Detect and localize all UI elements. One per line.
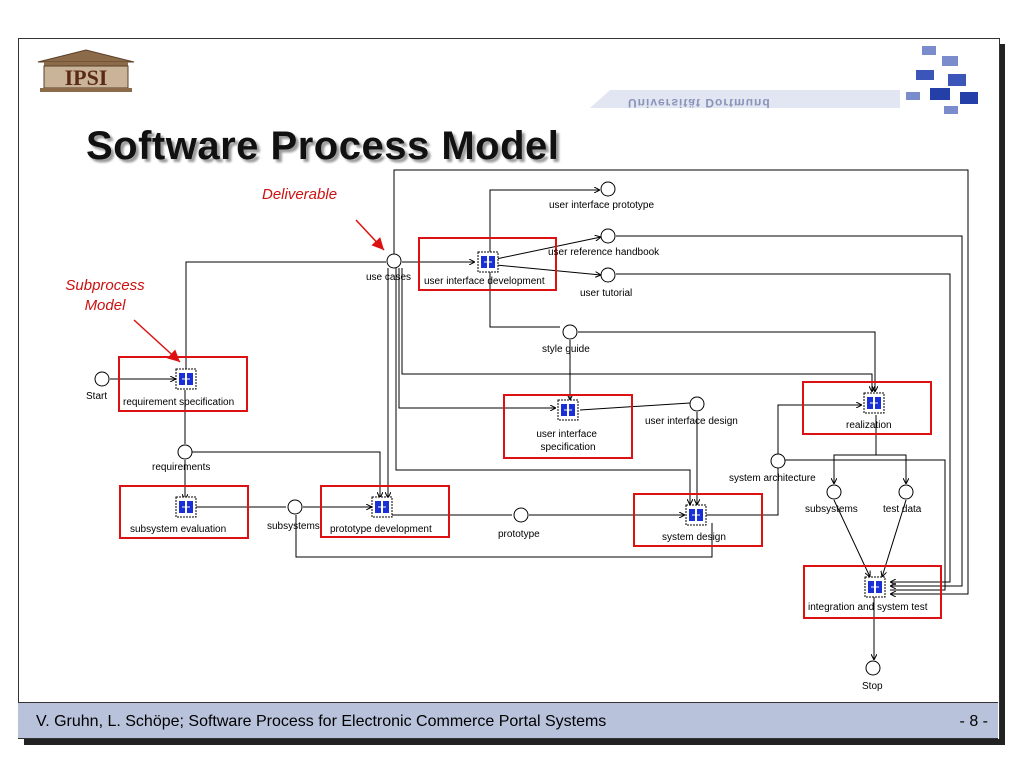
label-req-spec: requirement specification: [123, 397, 234, 408]
activity-icon-proto-dev: [371, 496, 393, 518]
activity-icons: [175, 251, 886, 598]
label-proto-dev: prototype development: [330, 524, 432, 535]
place-style-guide: [562, 324, 578, 340]
place-prototype: [513, 507, 529, 523]
label-realization: realization: [846, 420, 892, 431]
label-sys-design: system design: [662, 532, 726, 543]
university-logo-icon: [590, 46, 978, 114]
activity-icon-ui-spec: [557, 399, 579, 421]
diagram-labels: Start requirement specification requirem…: [86, 200, 928, 692]
label-requirements: requirements: [152, 462, 210, 473]
slide-footer: V. Gruhn, L. Schöpe; Software Process fo…: [18, 702, 998, 739]
place-circles: [94, 181, 914, 676]
label-ui-dev: user interface development: [424, 276, 545, 287]
place-subsystems-2: [826, 484, 842, 500]
place-use-cases: [386, 253, 402, 269]
label-sub-eval: subsystem evaluation: [130, 524, 226, 535]
label-test-data: test data: [883, 504, 922, 515]
place-ui-prototype: [600, 181, 616, 197]
label-ui-design: user interface design: [645, 416, 738, 427]
slide-shadow-bottom: [24, 739, 1005, 745]
slide-shadow-right: [999, 44, 1005, 744]
label-ui-prototype: user interface prototype: [549, 200, 654, 211]
place-start: [94, 371, 110, 387]
activity-icon-realization: [863, 392, 885, 414]
label-subsystems-1: subsystems: [267, 521, 320, 532]
page-title: Software Process Model: [86, 124, 560, 168]
label-stop: Stop: [862, 681, 883, 692]
label-ui-spec: user interface specification: [536, 429, 599, 453]
activity-icon-sys-design: [685, 504, 707, 526]
subprocess-pointer: [133, 319, 181, 363]
place-sys-arch: [770, 453, 786, 469]
label-integration: integration and system test: [808, 602, 928, 613]
activity-icon-req-spec: [175, 368, 197, 390]
page-number: - 8 -: [959, 713, 988, 730]
label-style-guide: style guide: [542, 344, 590, 355]
label-ui-tutorial: user tutorial: [580, 288, 632, 299]
label-ui-handbook: user reference handbook: [548, 247, 660, 258]
label-use-cases: use cases: [366, 272, 411, 283]
place-ui-handbook: [600, 228, 616, 244]
label-sys-arch: system architecture: [729, 473, 816, 484]
label-subsystems-2: subsystems: [805, 504, 858, 515]
label-start: Start: [86, 391, 107, 402]
activity-icon-integration: [864, 576, 886, 598]
deliverable-annotation: Deliverable: [262, 186, 338, 203]
place-test-data: [898, 484, 914, 500]
footer-citation: V. Gruhn, L. Schöpe; Software Process fo…: [36, 713, 607, 730]
place-stop: [865, 660, 881, 676]
flow-connectors: [110, 169, 969, 660]
place-ui-design: [689, 396, 705, 412]
deliverable-pointer: [355, 219, 385, 251]
label-prototype: prototype: [498, 529, 540, 540]
subprocess-annotation: Subprocess Model: [65, 277, 145, 314]
svg-text:IPSI: IPSI: [65, 65, 108, 90]
place-subsystems-1: [287, 499, 303, 515]
place-requirements: [177, 444, 193, 460]
highlight-boxes: [118, 237, 942, 619]
activity-icon-ui-dev: [477, 251, 499, 273]
activity-icon-sub-eval: [175, 496, 197, 518]
ipsi-logo-icon: IPSI: [37, 49, 135, 92]
place-ui-tutorial: [600, 267, 616, 283]
